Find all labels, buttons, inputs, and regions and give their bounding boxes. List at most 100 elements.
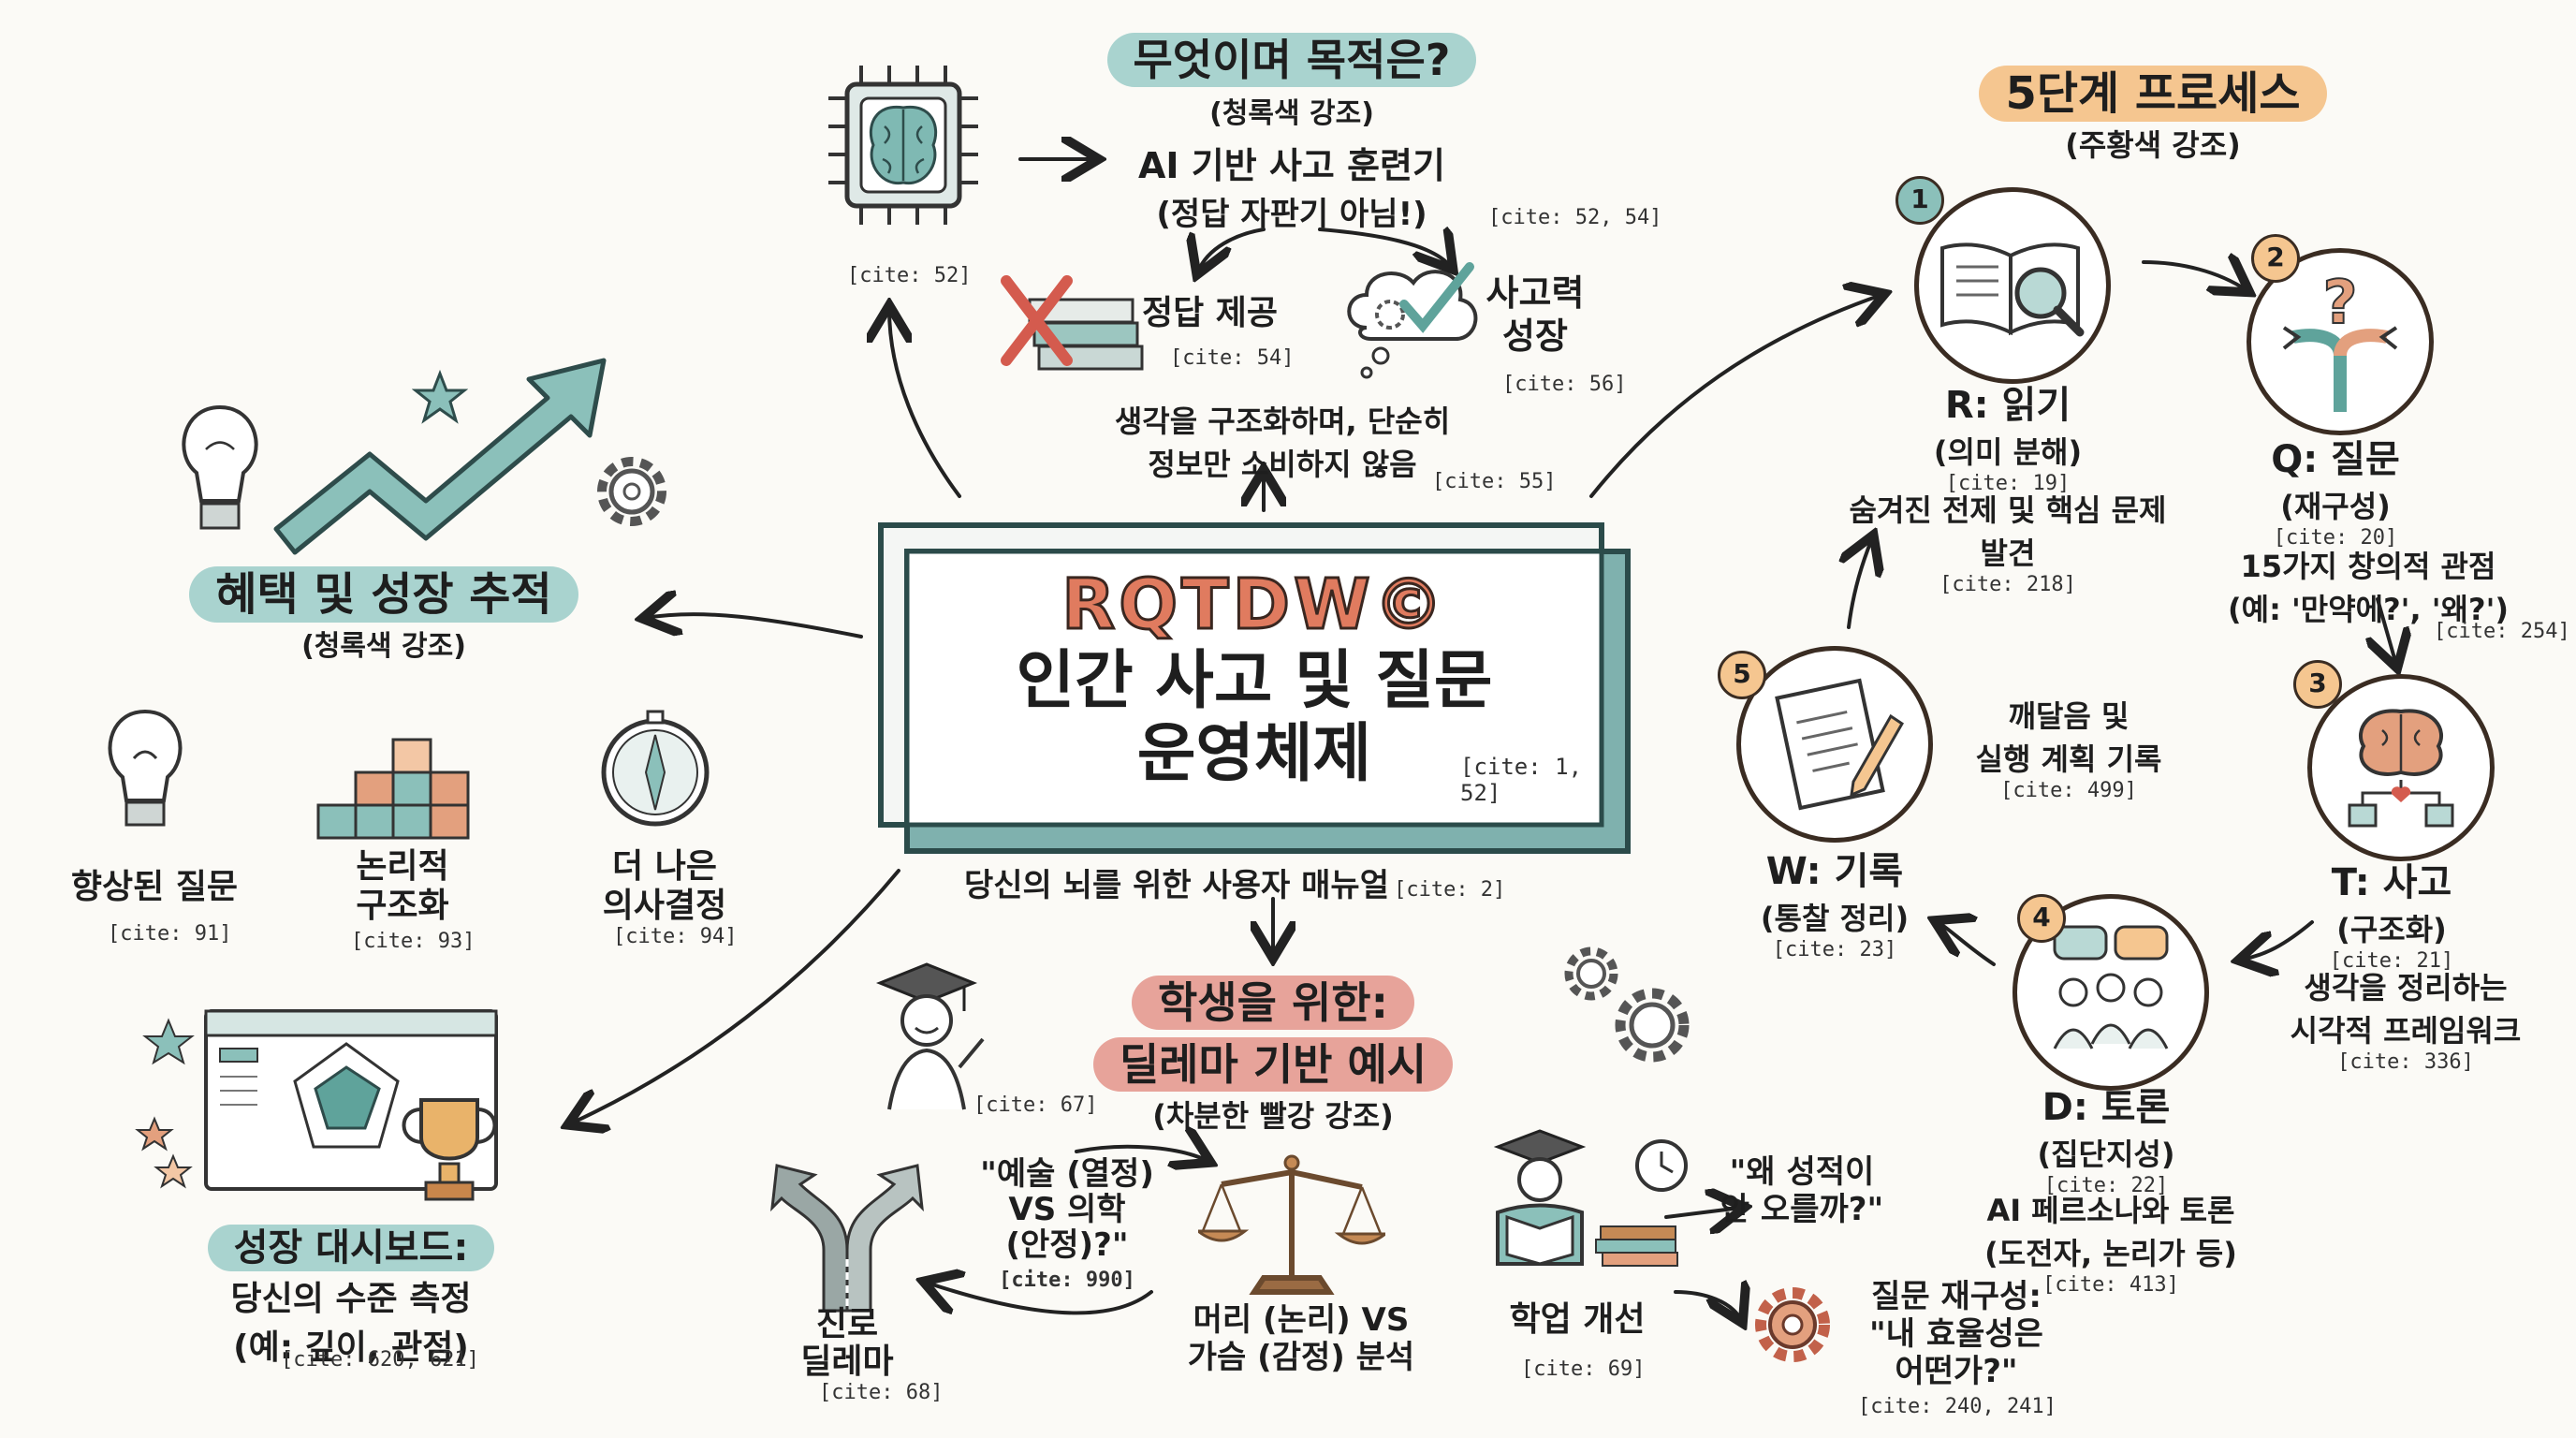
benefit-logic-cite: [cite: 93] [351,930,476,953]
step4-sub: (집단지성) [2037,1137,2175,1172]
step3-desc-cite: [cite: 336] [2337,1050,2474,1074]
scale-icon [1198,1142,1385,1301]
thought-cloud-check-icon [1339,253,1488,384]
graduate-student-icon [861,946,992,1114]
benefit-logic-line1: 논리적 [356,847,449,886]
students-note: (차분한 빨강 강조) [1152,1098,1394,1134]
growth-line1: 사고력 [1486,272,1585,314]
step2-label: Q: 질문 [2271,438,2400,481]
ai-brain-chip-icon [810,51,997,239]
step1-label: R: 읽기 [1944,384,2071,427]
fork-road-icon [768,1147,927,1315]
step5-desc-cite: [cite: 499] [2000,779,2137,802]
trophy-icon [393,1081,505,1212]
growth-cite: [cite: 56] [1502,373,1627,396]
wrong-answer-books-icon [997,271,1147,374]
dashboard-line1: 성장 대시보드: [207,1225,495,1271]
brand-title: RQTDW© [1061,564,1447,647]
center-subtitle: 당신의 뇌를 위한 사용자 매뉴얼 [964,867,1389,904]
step1-desc1: 숨겨진 전제 및 핵심 문제 [1849,492,2167,528]
career-line2: 딜레마 [800,1343,894,1381]
center-cite: [cite: 1, 52] [1460,754,1583,806]
star-icon [412,370,468,426]
structure-line2: 정보만 소비하지 않음 [1148,447,1417,482]
main-title-line1: 인간 사고 및 질문 [1016,644,1493,718]
analysis-line2: 가슴 (감정) 분석 [1187,1339,1415,1376]
reading-graduate-icon [1479,1123,1694,1273]
what-note: (청록색 강조) [1209,97,1374,130]
lightbulb-icon [89,697,201,838]
benefit-decision-cite: [cite: 94] [613,925,738,948]
step4-desc1: AI 페르소나와 토론 [1986,1193,2235,1228]
step3-label: T: 사고 [2331,861,2452,904]
step3-number: 3 [2293,660,2342,709]
step1-read-circle [1914,187,2111,384]
no-answer-label: 정답 제공 [1142,294,1279,332]
step4-desc2: (도전자, 논리가 등) [1984,1236,2237,1271]
structure-line1: 생각을 구조화하며, 단순히 [1114,404,1451,439]
step4-number: 4 [2017,894,2066,943]
growth-line2: 성장 [1502,315,1568,357]
step5-label: W: 기록 [1765,850,1904,893]
what-line2: (정답 자판기 아님!) [1156,196,1427,233]
step2-number: 2 [2251,234,2300,283]
process-heading: 5단계 프로세스 [1979,66,2327,122]
benefits-note: (청록색 강조) [301,630,466,663]
career-cite: [cite: 68] [819,1381,944,1404]
step2-desc-cite: [cite: 254] [2434,620,2570,643]
main-title-line2: 운영체제 [1136,717,1372,791]
reframe-line1: 질문 재구성: [1871,1278,2042,1315]
step5-cite: [cite: 23] [1772,938,1897,961]
question-cite: [cite: 990] [999,1269,1135,1292]
dashboard-line3: (예: 깊이, 관점) [233,1328,469,1367]
benefit-decision-line2: 의사결정 [602,887,727,925]
crossroad-question-icon: ? [2282,268,2398,412]
dashboard-cite: [cite: 620, 621] [281,1348,479,1372]
frame-border [878,522,1631,854]
benefit-decision-line1: 더 나은 [612,847,717,886]
step3-desc2: 시각적 프레임워크 [2290,1013,2522,1049]
step3-cite: [cite: 21] [2329,949,2454,973]
notepad-pencil-icon [1775,678,1904,811]
question-line3: (안정)?" [1005,1226,1129,1264]
group-discussion-icon [2053,925,2169,1049]
brain-flowchart-icon [2348,709,2454,828]
step2-sub: (재구성) [2280,489,2391,524]
step5-desc2: 실행 계획 기록 [1975,741,2162,777]
step3-sub: (구조화) [2336,912,2447,947]
question-line2: VS 의학 [1008,1191,1126,1228]
center-frame: RQTDW© 인간 사고 및 질문 운영체제 [cite: 1, 52] [875,520,1633,857]
no-answer-cite: [cite: 54] [1170,346,1295,370]
compass-icon [590,702,721,833]
gears-icon [1554,936,1704,1077]
process-note: (주황색 강조) [2065,127,2241,163]
gear-icon [580,440,683,543]
step5-sub: (통찰 정리) [1760,901,1910,936]
step2-cite: [cite: 20] [2273,526,2398,550]
open-book-magnifier-icon [1940,242,2085,337]
step3-think-circle [2307,674,2495,861]
step1-desc2: 발견 [1980,536,2036,571]
graduate-cite: [cite: 67] [973,1093,1098,1117]
step4-discuss-circle [2012,894,2209,1091]
step4-desc-cite: [cite: 413] [2042,1273,2179,1297]
step1-cite: [cite: 19] [1945,472,2071,495]
what-heading: 무엇이며 목적은? [1106,33,1477,87]
academic-label: 학업 개선 [1509,1300,1646,1339]
question-line1: "예술 (열정) [980,1155,1154,1193]
benefits-heading: 혜택 및 성장 추적 [189,566,578,623]
analysis-line1: 머리 (논리) VS [1193,1301,1410,1339]
benefit-questions-cite: [cite: 91] [108,922,232,946]
students-heading-line2: 딜레마 기반 예시 [1092,1037,1454,1092]
step1-sub: (의미 분해) [1933,434,2083,470]
step1-desc-cite: [cite: 218] [1939,573,2076,596]
growth-arrow-icon [267,342,622,557]
career-line1: 진로 [815,1305,879,1343]
what-line1: AI 기반 사고 훈련기 [1138,145,1445,186]
center-subtitle-cite: [cite: 2] [1394,878,1506,902]
dashboard-line2: 당신의 수준 측정 [230,1280,472,1318]
what-cite: [cite: 52, 54] [1488,206,1662,229]
step5-number: 5 [1718,651,1766,699]
why-line2: 안 오를까?" [1720,1191,1884,1228]
